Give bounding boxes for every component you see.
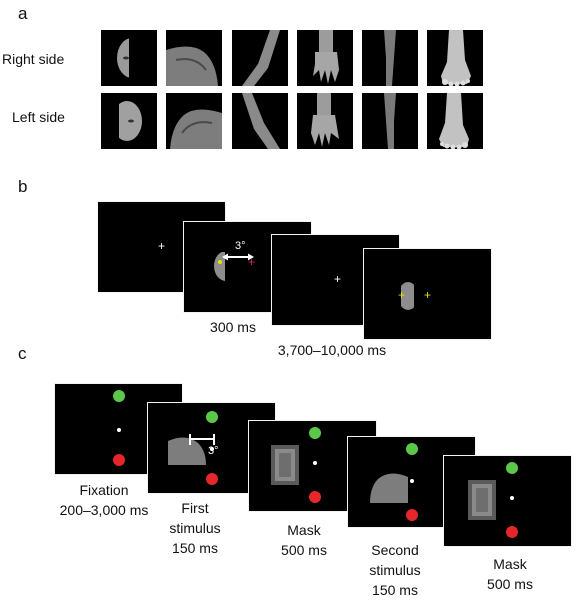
screen-b-stimulus-2: + +	[363, 248, 492, 340]
fixation-dot	[410, 479, 414, 483]
stimulus-hand-right	[297, 30, 353, 86]
fixation-dot	[117, 428, 121, 432]
eccentricity-label: 3°	[235, 240, 246, 252]
stimulus-hand-left	[297, 93, 353, 149]
green-response-dot	[309, 427, 321, 439]
red-response-dot	[406, 509, 418, 521]
step-name: Mask	[493, 556, 527, 572]
screen-c-mask-2	[443, 455, 572, 547]
step-name: Fixation	[79, 482, 129, 498]
duration-label-300ms: 300 ms	[210, 319, 256, 335]
stimulus-shoulder-left	[166, 93, 222, 149]
stimulus-face-left	[101, 93, 157, 149]
shoulder-stimulus	[370, 473, 408, 503]
stimulus-shoulder-right	[166, 30, 222, 86]
panel-a-letter: a	[18, 4, 28, 23]
step-duration: 200–3,000 ms	[59, 502, 149, 518]
panel-c-letter: c	[18, 344, 27, 363]
stimulus-foot-left	[427, 93, 483, 149]
green-response-dot	[206, 411, 218, 423]
stimulus-leg-left	[362, 93, 418, 149]
green-response-dot	[506, 462, 518, 474]
fixation-dot	[210, 447, 214, 451]
face-stimulus	[394, 282, 414, 310]
magenta-fixation-cross: +	[248, 255, 256, 269]
mask-stimulus	[271, 445, 299, 485]
eccentricity-bracket	[189, 434, 215, 445]
red-response-dot	[309, 491, 321, 503]
red-response-dot	[113, 454, 125, 466]
step-duration: 150 ms	[172, 540, 218, 556]
step-name: Mask	[287, 522, 321, 538]
eccentricity-label: 3°	[208, 445, 219, 457]
stimulus-leg-right	[362, 30, 418, 86]
duration-label-iti: 3,700–10,000 ms	[277, 342, 387, 358]
row-label-left-side: Left side	[12, 109, 65, 125]
row-label-right-side: Right side	[2, 51, 65, 67]
face-fixation-dot	[218, 260, 222, 264]
step-caption-fixation: Fixation 200–3,000 ms	[44, 480, 164, 520]
fixation-dot	[313, 461, 317, 465]
step-duration: 150 ms	[372, 582, 418, 598]
face-fixation-cross: +	[398, 288, 406, 302]
yellow-fixation-cross: +	[424, 288, 432, 302]
step-duration: 500 ms	[487, 576, 533, 592]
step-caption-mask-2: Mask 500 ms	[470, 554, 550, 594]
red-response-dot	[506, 526, 518, 538]
panel-b-letter: b	[18, 177, 28, 196]
step-caption-mask-1: Mask 500 ms	[264, 520, 344, 560]
fixation-cross: +	[158, 239, 166, 253]
green-response-dot	[113, 390, 125, 402]
green-response-dot	[406, 443, 418, 455]
fixation-dot	[510, 496, 514, 500]
step-duration: 500 ms	[281, 542, 327, 558]
fixation-cross: +	[334, 272, 342, 286]
stimulus-face-right	[101, 30, 157, 86]
red-response-dot	[206, 473, 218, 485]
eccentricity-arrow	[222, 253, 254, 261]
stimulus-arm-right	[232, 30, 288, 86]
stimulus-foot-right	[427, 30, 483, 86]
shoulder-stimulus	[168, 437, 206, 465]
stimulus-arm-left	[232, 93, 288, 149]
face-stimulus	[214, 252, 240, 282]
mask-stimulus	[468, 480, 496, 520]
